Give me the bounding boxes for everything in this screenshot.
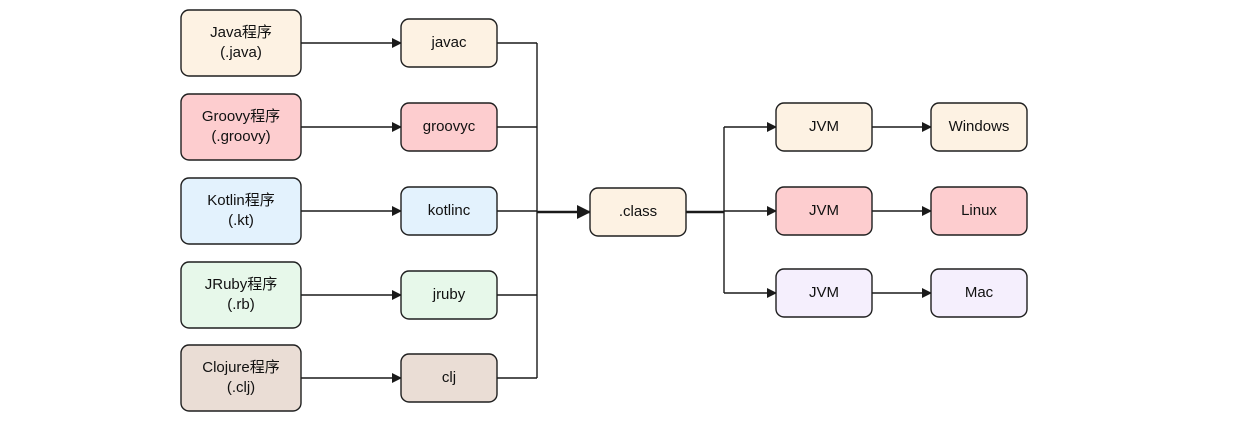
source-kotlinc-box — [180, 177, 302, 245]
jvm-mac-box — [775, 268, 873, 318]
compiler-groovyc-label: groovyc — [423, 118, 476, 135]
source-clj-box — [180, 344, 302, 412]
source-clj-label-2: (.clj) — [227, 379, 255, 396]
os-linux-box — [930, 186, 1028, 236]
jvm-windows: JVM — [775, 102, 873, 152]
jvm-mac-label: JVM — [809, 284, 839, 301]
source-kotlinc-label-1: Kotlin程序 — [207, 192, 275, 209]
os-windows: Windows — [930, 102, 1028, 152]
compiler-clj-box — [400, 353, 498, 403]
source-clj: Clojure程序 (.clj) — [180, 344, 302, 412]
os-windows-label: Windows — [949, 118, 1010, 135]
source-groovyc: Groovy程序 (.groovy) — [180, 93, 302, 161]
jvm-windows-box — [775, 102, 873, 152]
connector-lines — [301, 38, 932, 383]
os-linux-label: Linux — [961, 202, 997, 219]
compiler-javac-label: javac — [430, 34, 467, 51]
source-javac-label-2: (.java) — [220, 44, 262, 61]
compiler-jruby-box — [400, 270, 498, 320]
source-jruby: JRuby程序 (.rb) — [180, 261, 302, 329]
source-javac-box — [180, 9, 302, 77]
os-mac-box — [930, 268, 1028, 318]
compiler-javac: javac — [400, 18, 498, 68]
compiler-javac-box — [400, 18, 498, 68]
jvm-linux-label: JVM — [809, 202, 839, 219]
compiler-jruby-label: jruby — [432, 286, 466, 303]
class-file: .class — [589, 187, 687, 237]
os-mac-label: Mac — [965, 284, 994, 301]
compiler-kotlinc-box — [400, 186, 498, 236]
source-clj-label-1: Clojure程序 — [202, 359, 280, 376]
source-javac-label-1: Java程序 — [210, 24, 272, 41]
compiler-clj-label: clj — [442, 369, 456, 386]
source-groovyc-box — [180, 93, 302, 161]
compiler-kotlinc: kotlinc — [400, 186, 498, 236]
jvm-mac: JVM — [775, 268, 873, 318]
compiler-groovyc: groovyc — [400, 102, 498, 152]
compiler-kotlinc-label: kotlinc — [428, 202, 471, 219]
jvm-linux-box — [775, 186, 873, 236]
source-jruby-box — [180, 261, 302, 329]
compiler-groovyc-box — [400, 102, 498, 152]
source-jruby-label-1: JRuby程序 — [205, 276, 278, 293]
source-jruby-label-2: (.rb) — [227, 296, 255, 313]
os-mac: Mac — [930, 268, 1028, 318]
os-linux: Linux — [930, 186, 1028, 236]
class-file-label: .class — [619, 203, 657, 220]
compiler-clj: clj — [400, 353, 498, 403]
compiler-jruby: jruby — [400, 270, 498, 320]
jvm-windows-label: JVM — [809, 118, 839, 135]
source-groovyc-label-1: Groovy程序 — [202, 108, 280, 125]
class-file-box — [589, 187, 687, 237]
jvm-linux: JVM — [775, 186, 873, 236]
source-kotlinc-label-2: (.kt) — [228, 212, 254, 229]
source-kotlinc: Kotlin程序 (.kt) — [180, 177, 302, 245]
source-groovyc-label-2: (.groovy) — [211, 128, 270, 145]
source-javac: Java程序 (.java) — [180, 9, 302, 77]
os-windows-box — [930, 102, 1028, 152]
